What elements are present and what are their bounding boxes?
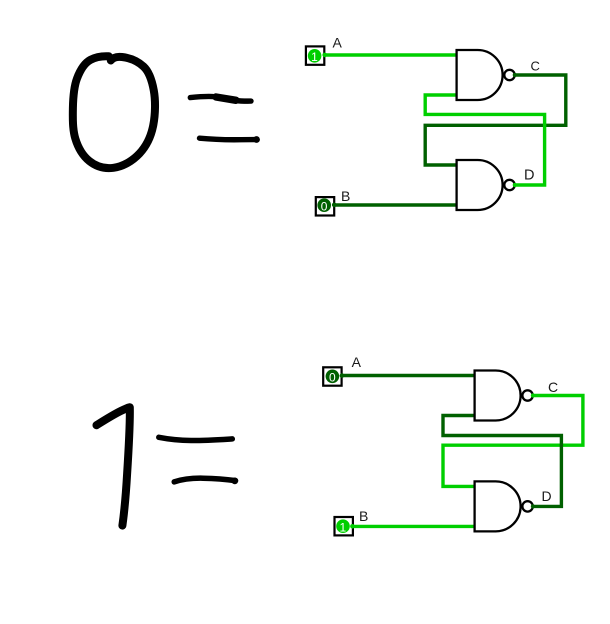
svg-text:C: C — [531, 59, 540, 74]
svg-text:0: 0 — [321, 200, 328, 214]
svg-text:A: A — [333, 35, 343, 51]
svg-text:1: 1 — [311, 50, 318, 64]
svg-text:1: 1 — [340, 521, 347, 535]
svg-text:D: D — [524, 167, 534, 183]
svg-text:B: B — [341, 188, 350, 204]
svg-text:C: C — [548, 379, 558, 395]
svg-text:D: D — [542, 488, 552, 504]
svg-text:0: 0 — [329, 371, 336, 385]
svg-text:A: A — [352, 354, 362, 370]
svg-text:B: B — [359, 508, 368, 524]
